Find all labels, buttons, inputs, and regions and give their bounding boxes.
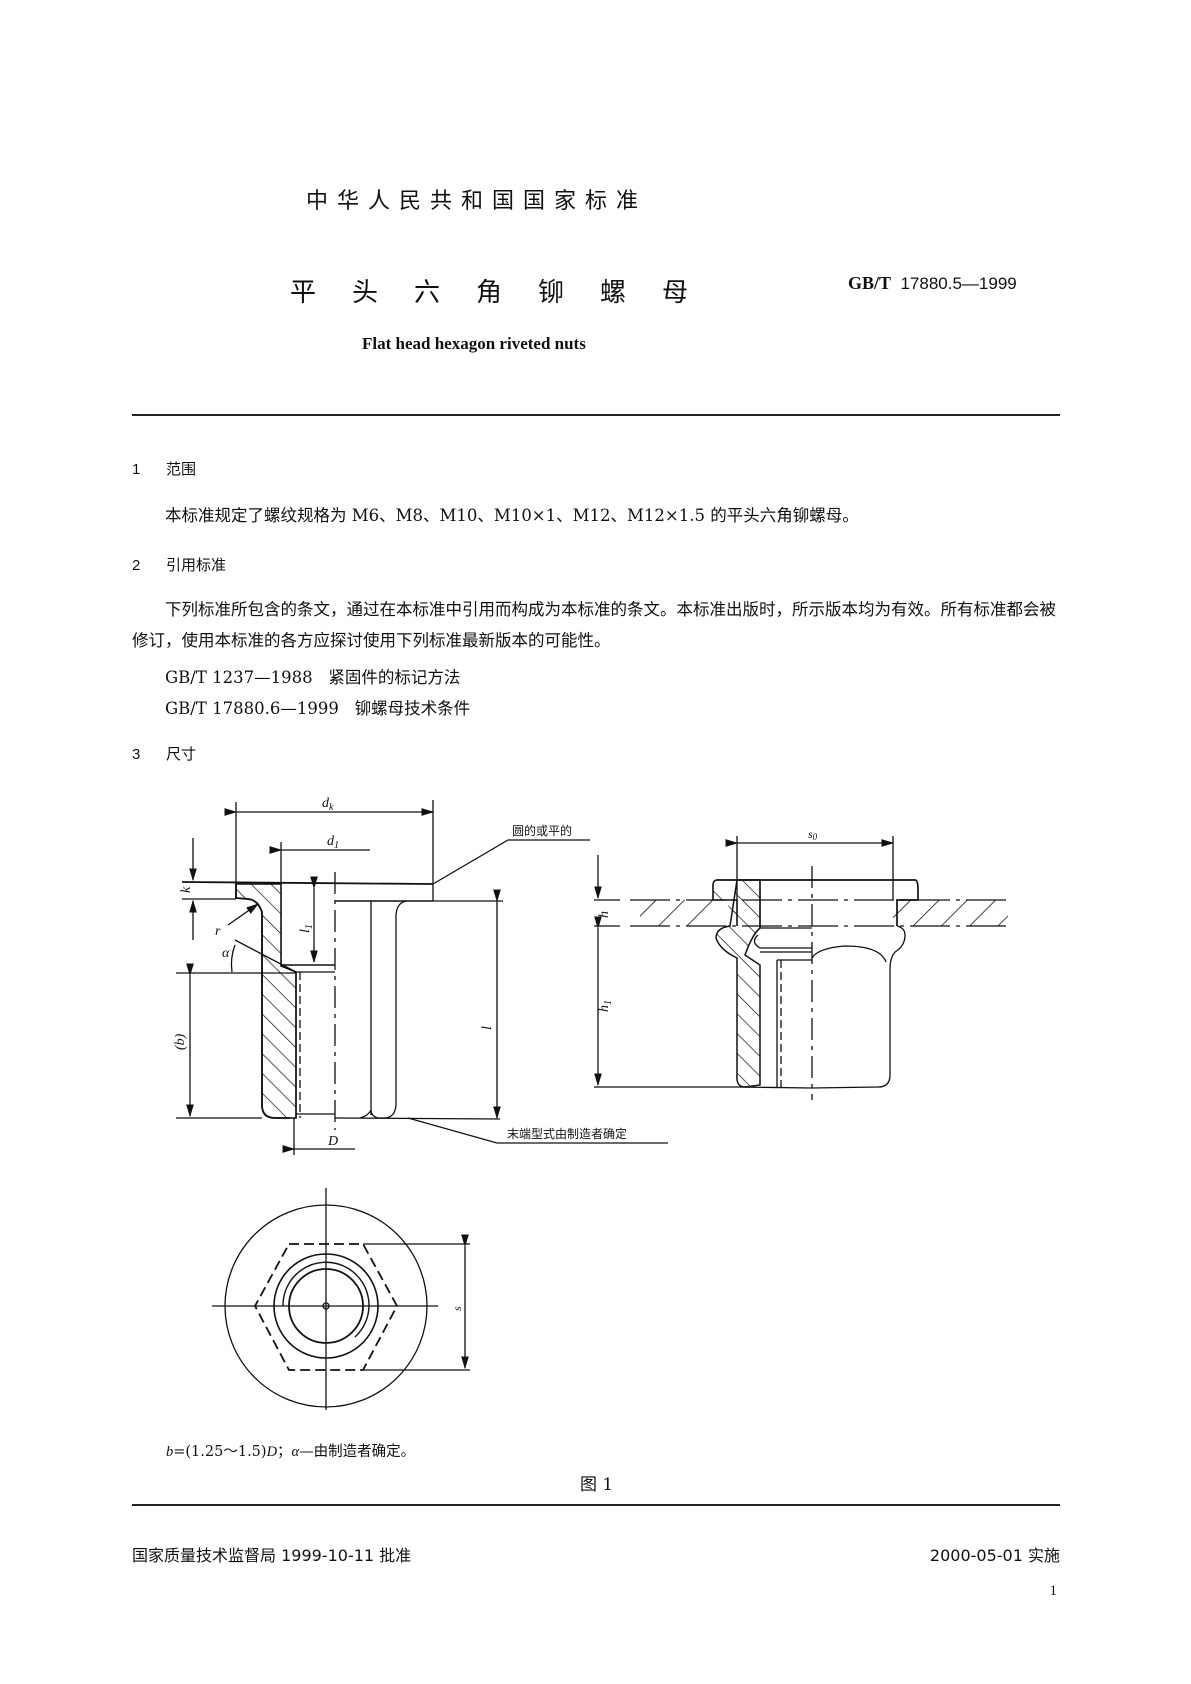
- reference-code: GB/T 17880.6—1999: [165, 699, 339, 718]
- approval-info: 国家质量技术监督局 1999-10-11 批准: [132, 1546, 412, 1565]
- section-2-heading: 2 引用标准: [132, 554, 226, 575]
- section-number: 3: [132, 746, 141, 763]
- label-dk: dk: [322, 796, 334, 813]
- section-title: 范围: [166, 460, 197, 478]
- section-number: 2: [132, 557, 141, 574]
- standard-number: GB/T 17880.5—1999: [848, 273, 1017, 294]
- label-d1: d1: [327, 834, 339, 851]
- section-title: 尺寸: [166, 745, 197, 763]
- label-D: D: [327, 1134, 338, 1149]
- section-number: 1: [132, 461, 141, 478]
- reference-title: 紧固件的标记方法: [328, 668, 461, 687]
- section-1-heading: 1 范围: [132, 458, 196, 479]
- label-k: k: [179, 886, 194, 893]
- title-char: 平: [290, 278, 317, 308]
- national-standard-heading: 中华人民共和国国家标准: [306, 189, 648, 214]
- label-l1: l1: [298, 924, 315, 933]
- section-title: 引用标准: [166, 556, 227, 574]
- section-1-paragraph: 本标准规定了螺纹规格为 M6、M8、M10、M10×1、M12、M12×1.5 …: [165, 506, 859, 525]
- label-alpha: α: [222, 946, 230, 961]
- label-b: (b): [173, 1033, 188, 1050]
- side-view-section: [176, 800, 668, 1155]
- label-r: r: [215, 924, 221, 939]
- note-range: =(1.25～1.5): [173, 1444, 267, 1460]
- page-number: 1: [1049, 1583, 1058, 1599]
- note-b: b: [166, 1444, 174, 1460]
- label-h1: h1: [597, 1000, 614, 1012]
- figure-caption: 图 1: [580, 1475, 614, 1495]
- english-title: Flat head hexagon riveted nuts: [362, 334, 586, 353]
- standard-prefix: GB/T: [848, 273, 892, 293]
- note-D: D: [266, 1444, 278, 1460]
- label-l: l: [480, 1026, 495, 1030]
- note-alpha: α: [291, 1444, 300, 1460]
- title-char: 母: [662, 278, 689, 308]
- top-view: [212, 1188, 470, 1410]
- installed-view-section: [594, 836, 1010, 1100]
- title-char: 铆: [538, 278, 565, 308]
- dimension-labels: dk d1 k r α l1 (b) l D s0 h h1 s: [173, 796, 818, 1311]
- title-char: 角: [476, 278, 503, 308]
- note-tail: —由制造者确定。: [299, 1444, 416, 1460]
- reference-item: GB/T 1237—1988 紧固件的标记方法: [165, 664, 460, 688]
- reference-code: GB/T 1237—1988: [165, 668, 313, 687]
- section-2-paragraph: 下列标准所包含的条文，通过在本标准中引用而构成为本标准的条文。本标准出版时，所示…: [132, 600, 1056, 650]
- note-separator: ；: [277, 1444, 292, 1460]
- callout-head-edge: 圆的或平的: [512, 823, 572, 838]
- section-3-heading: 3 尺寸: [132, 743, 196, 764]
- title-char: 头: [352, 278, 379, 308]
- label-h: h: [597, 911, 612, 918]
- title-char: 螺: [600, 278, 627, 308]
- footer-divider: [132, 1504, 1060, 1506]
- callout-end-form: 末端型式由制造者确定: [507, 1126, 627, 1141]
- document-title: 平头六角铆螺母: [290, 272, 724, 309]
- implementation-date: 2000-05-01 实施: [929, 1546, 1060, 1565]
- header-divider: [132, 414, 1060, 416]
- label-s: s: [450, 1306, 464, 1311]
- title-char: 六: [414, 278, 441, 308]
- figure-note: b=(1.25～1.5)D；α—由制造者确定。: [166, 1440, 415, 1461]
- callout-labels: 圆的或平的 末端型式由制造者确定: [507, 823, 627, 1141]
- reference-item: GB/T 17880.6—1999 铆螺母技术条件: [165, 695, 470, 719]
- standard-code: 17880.5—1999: [900, 274, 1017, 293]
- reference-title: 铆螺母技术条件: [354, 699, 471, 718]
- label-s0: s0: [808, 827, 818, 842]
